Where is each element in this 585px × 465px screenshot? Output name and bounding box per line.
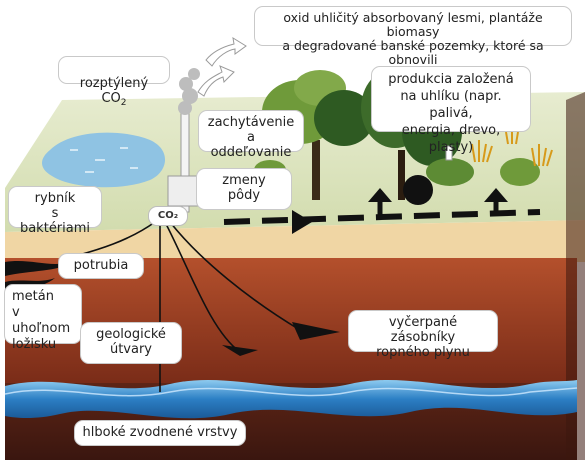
soil-flow-arrowhead bbox=[292, 210, 312, 234]
emission-arrow-1 bbox=[197, 65, 235, 97]
label-depleted-reservoirs: vyčerpané zásobníky ropného plynu bbox=[348, 310, 498, 360]
deep-aquifer-band bbox=[5, 379, 577, 419]
co2-badge: CO₂ bbox=[148, 206, 188, 226]
reservoir-wedge-1 bbox=[222, 345, 258, 356]
biomass-crops bbox=[471, 130, 553, 167]
reservoir-wedge-2 bbox=[292, 322, 340, 340]
label-soil-changes: zmeny pôdy bbox=[196, 168, 292, 210]
label-coal-methane: metán v uhoľnom ložisku bbox=[4, 284, 82, 352]
fence-post bbox=[445, 145, 453, 161]
label-capture-separation: zachytávenie a oddeľovanie bbox=[198, 110, 304, 160]
label-pond-bacteria: rybník s baktériami bbox=[8, 186, 102, 236]
topsoil-layer bbox=[5, 220, 585, 262]
dispersed-co2-subscript: 2 bbox=[120, 98, 127, 108]
label-carbon-products: produkcia založená na uhlíku (napr. pali… bbox=[371, 66, 531, 155]
uptake-arrowhead-2 bbox=[484, 188, 508, 202]
label-dispersed-co2: rozptýlený CO2 bbox=[58, 56, 170, 108]
coal-seam bbox=[5, 261, 70, 276]
soil-carbon-marker bbox=[403, 175, 433, 205]
pond-ripples bbox=[70, 147, 138, 173]
uptake-arrowhead-1 bbox=[368, 188, 392, 202]
block-side bbox=[566, 92, 585, 460]
aquifer-highlight bbox=[4, 387, 578, 397]
label-absorbed-co2: oxid uhličitý absorbovaný lesmi, plantáž… bbox=[254, 6, 572, 67]
label-pipelines: potrubia bbox=[58, 253, 144, 279]
smoke-plume bbox=[178, 68, 200, 115]
emission-arrow-2 bbox=[205, 36, 247, 67]
label-geological-formations: geologické útvary bbox=[80, 322, 182, 364]
label-deep-aquifers: hlboké zvodnené vrstvy bbox=[74, 420, 246, 446]
dispersed-co2-text: rozptýlený CO bbox=[79, 76, 149, 106]
